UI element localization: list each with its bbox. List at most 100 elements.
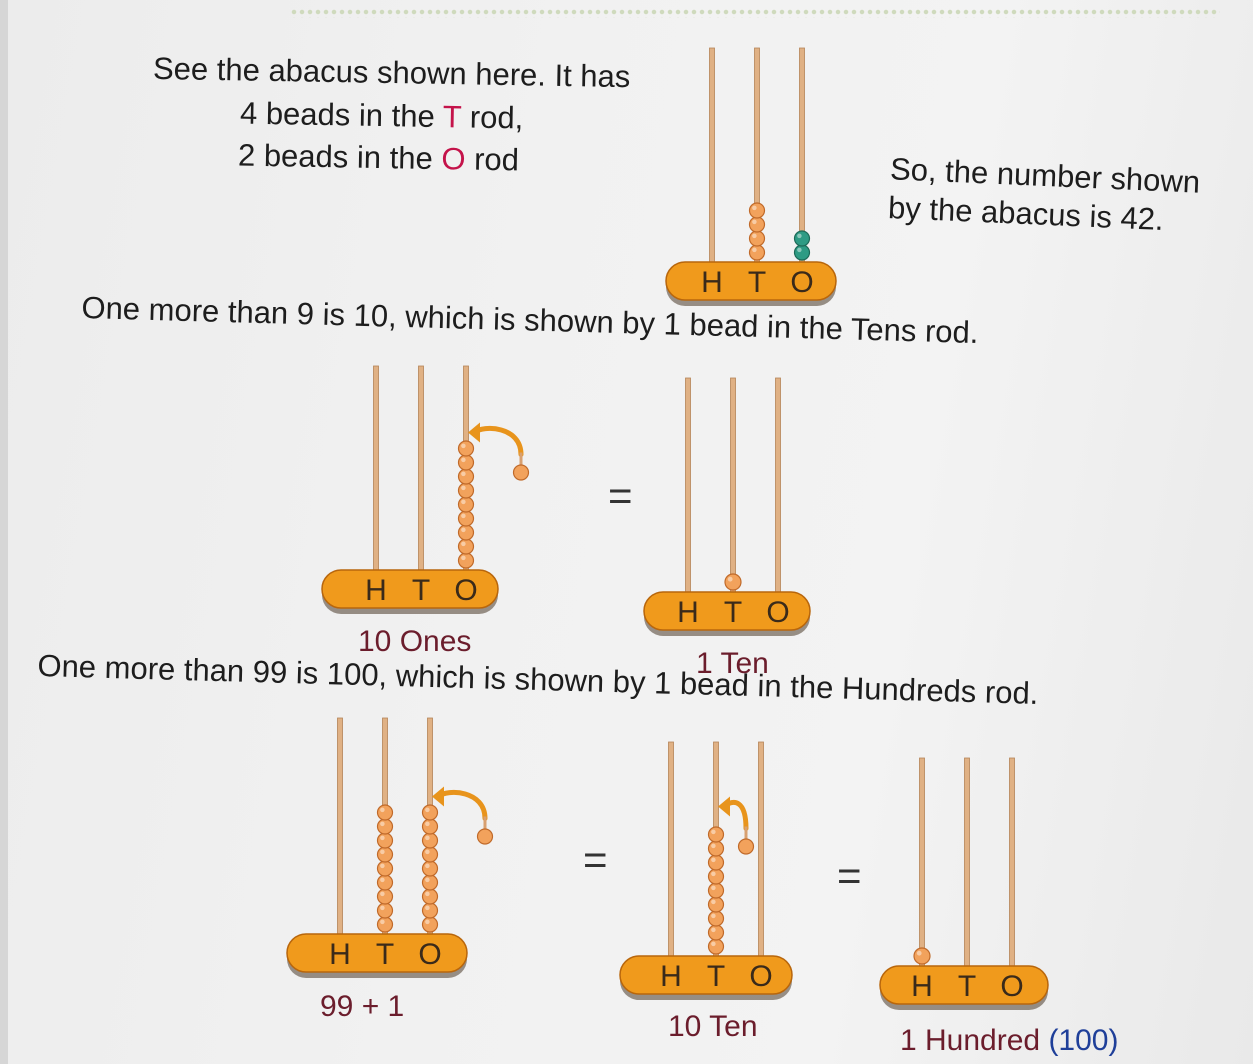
bead (707, 854, 725, 871)
bead (913, 947, 931, 965)
rod-label-t: T (412, 574, 430, 607)
bead-highlight (380, 807, 385, 813)
bead (457, 496, 475, 513)
abacus-base (879, 965, 1049, 1005)
bead (376, 874, 394, 891)
bead-highlight (711, 913, 716, 919)
bead-highlight (425, 807, 430, 813)
equals-sign-3: = (837, 852, 862, 899)
equals-sign-1: = (608, 472, 633, 519)
bead-highlight (461, 457, 466, 463)
bead-highlight (380, 849, 385, 855)
abacus-base (643, 591, 811, 631)
caption-99-plus-1: 99 + 1 (320, 990, 405, 1023)
bead (707, 924, 725, 941)
abacus-base (286, 933, 468, 973)
bead-highlight (380, 821, 385, 827)
bead-highlight (752, 205, 757, 211)
bead-highlight (752, 247, 757, 253)
rod-label-o: O (766, 596, 789, 629)
bead (421, 804, 439, 821)
bead (421, 818, 439, 835)
rod-h (668, 741, 674, 961)
bead (457, 538, 475, 555)
bead-highlight (797, 233, 802, 239)
rod-label-t: T (724, 596, 742, 629)
rod-label-t: T (958, 970, 976, 1003)
bead (376, 902, 394, 919)
rod-label-h: H (329, 938, 351, 971)
bead-highlight (711, 885, 716, 891)
rod-label-o: O (790, 266, 813, 299)
rod-t (418, 365, 424, 575)
bead (707, 882, 725, 899)
page-edge-shadow (0, 0, 8, 1064)
rod-label-o: O (749, 960, 772, 993)
bead-highlight (461, 443, 466, 449)
bead (421, 874, 439, 891)
rod-label-o: O (418, 938, 441, 971)
rod-o (775, 377, 781, 597)
abacus-base (321, 569, 499, 609)
bead-highlight (461, 555, 466, 561)
curved-arrow-icon (435, 789, 488, 821)
abacus-base (619, 955, 793, 995)
bead (421, 902, 439, 919)
bead (457, 552, 475, 569)
rod-h (685, 377, 691, 597)
bead (707, 826, 725, 843)
bead (457, 454, 475, 471)
rod-o (758, 741, 764, 961)
bead (707, 938, 725, 955)
caption-1-hundred-text: 1 Hundred (900, 1024, 1049, 1057)
bead (376, 804, 394, 821)
bead-highlight (461, 541, 466, 547)
abacus-base (665, 261, 837, 301)
rod-label-h: H (365, 574, 387, 607)
bead-highlight (425, 863, 430, 869)
bead-highlight (797, 247, 802, 253)
rod-label-h: H (911, 970, 933, 1003)
bead-highlight (461, 485, 466, 491)
bead (707, 896, 725, 913)
bead (457, 440, 475, 457)
rod-label-o: O (1000, 970, 1023, 1003)
bead-highlight (380, 905, 385, 911)
arrow-head-icon (468, 422, 480, 443)
rod-h (709, 47, 715, 267)
bead-highlight (752, 233, 757, 239)
bead-highlight (461, 471, 466, 477)
arrow-head-icon (432, 786, 444, 807)
bead (421, 888, 439, 905)
bead (376, 916, 394, 933)
bead-highlight (425, 877, 430, 883)
bead-highlight (425, 919, 430, 925)
bead (748, 202, 766, 219)
bead (707, 868, 725, 885)
bead-highlight (425, 891, 430, 897)
added-bead (476, 828, 494, 845)
bead-highlight (711, 899, 716, 905)
rod-label-t: T (707, 960, 725, 993)
bead (793, 244, 811, 261)
bead-highlight (711, 857, 716, 863)
bead-highlight (711, 941, 716, 947)
bead-highlight (461, 527, 466, 533)
dotted-top-border (290, 8, 1220, 18)
added-bead (737, 838, 755, 855)
equals-sign-2: = (583, 836, 608, 883)
bead (457, 482, 475, 499)
rod-h (373, 365, 379, 575)
bead-highlight (425, 905, 430, 911)
bead (707, 840, 725, 857)
bead-highlight (711, 843, 716, 849)
rod-label-t: T (376, 938, 394, 971)
rod-o (1009, 757, 1015, 971)
bead-highlight (711, 829, 716, 835)
bead (457, 524, 475, 541)
bead-highlight (711, 871, 716, 877)
